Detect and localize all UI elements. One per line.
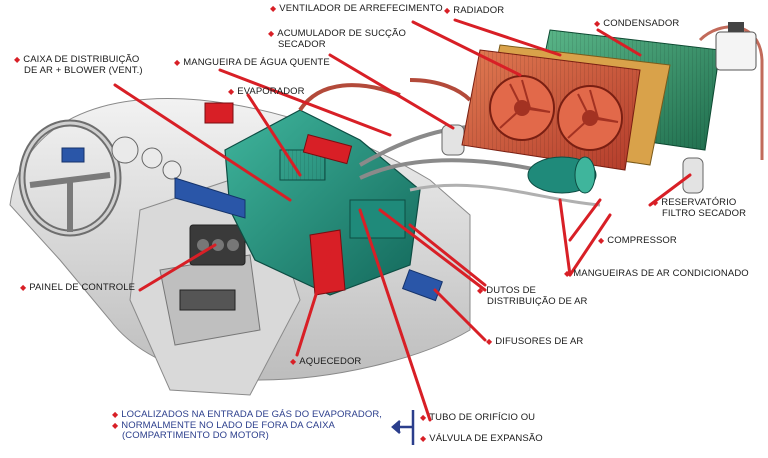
air-ducts [61, 102, 443, 302]
label-valvula-expansao: ◆VÁLVULA DE EXPANSÃO [420, 433, 543, 444]
note-line-3: (COMPARTIMENTO DO MOTOR) [122, 430, 269, 441]
label-difusores: ◆DIFUSORES DE AR [486, 336, 584, 347]
compressor [527, 156, 597, 194]
label-compressor: ◆COMPRESSOR [598, 235, 677, 246]
label-ventilador: ◆VENTILADOR DE ARREFECIMENTO [270, 3, 443, 14]
control-panel [179, 224, 246, 311]
coolant-reservoir [715, 22, 757, 71]
leader-lines [113, 18, 692, 422]
label-mangueiras-ac: ◆MANGUEIRAS DE AR CONDICIONADO [564, 268, 749, 279]
hvac-box [224, 109, 421, 296]
note-bracket [391, 410, 415, 445]
label-aquecedor: ◆AQUECEDOR [290, 356, 362, 367]
label-radiador: ◆RADIADOR [444, 5, 505, 16]
note-line-1: LOCALIZADOS NA ENTRADA DE GÁS DO EVAPORA… [121, 409, 383, 420]
label-evaporador: ◆EVAPORADOR [228, 86, 305, 97]
steering-wheel [18, 119, 122, 237]
note-line-2: NORMALMENTE NO LADO DE FORA DA CAIXA [121, 419, 335, 431]
label-painel-controle: ◆PAINEL DE CONTROLE [20, 282, 136, 293]
radiator-condenser [461, 29, 721, 171]
receiver-drier [682, 157, 704, 194]
label-tubo-orificio: ◆TUBO DE ORIFÍCIO OU [420, 412, 536, 423]
label-condensador: ◆CONDENSADOR [594, 18, 680, 29]
note-text: ◆LOCALIZADOS NA ENTRADA DE GÁS DO EVAPOR… [112, 409, 383, 441]
label-mangueira-agua: ◆MANGUEIRA DE ÁGUA QUENTE [174, 57, 330, 68]
instrument-cluster [111, 136, 182, 180]
